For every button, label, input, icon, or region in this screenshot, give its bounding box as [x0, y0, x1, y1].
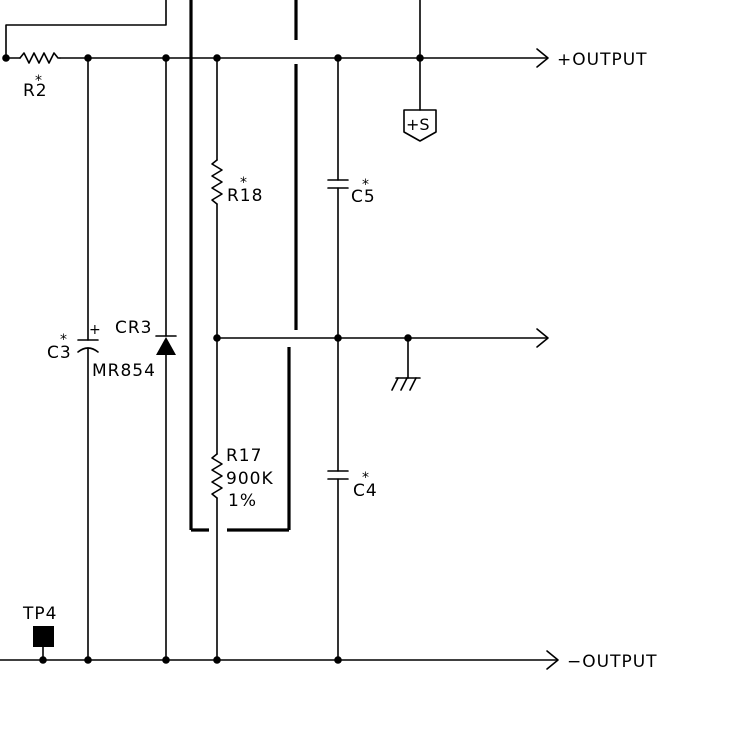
junction-dot: [162, 656, 170, 664]
junction-dot: [213, 54, 221, 62]
top-feed-wire: [5, 0, 167, 59]
cr3-part: MR854: [92, 361, 156, 381]
r17-value: 900K: [226, 469, 274, 489]
junction-dot: [162, 54, 170, 62]
r2-resistor: [19, 52, 61, 64]
c5-label: C5: [351, 187, 376, 207]
junction-dot: [84, 54, 92, 62]
shield-outline: [189, 0, 298, 532]
c3-polarity: +: [89, 322, 101, 338]
junction-dot: [334, 334, 342, 342]
junction-dot: [2, 54, 10, 62]
common-output-wire: [216, 328, 549, 348]
sense-label: +S: [406, 115, 430, 134]
junction-dot: [213, 656, 221, 664]
sense-terminal: [403, 57, 437, 142]
chassis-ground-symbol: [391, 337, 421, 391]
tp4-label: TP4: [22, 604, 57, 624]
junction-dot: [404, 334, 412, 342]
r17-tolerance: 1%: [228, 491, 257, 511]
c5-asterisk: *: [362, 177, 369, 193]
junction-dot: [334, 656, 342, 664]
r17-resistor: [211, 337, 223, 661]
c4-capacitor: [327, 337, 349, 661]
r17-label: R17: [226, 446, 262, 466]
tp4-test-point: [33, 626, 54, 661]
r2-label: R2: [23, 81, 48, 101]
cr3-diode: [155, 57, 177, 661]
r18-label: R18: [227, 186, 263, 206]
cr3-label: CR3: [115, 318, 153, 338]
pos-output-label: +OUTPUT: [557, 50, 648, 70]
junction-dot: [416, 54, 424, 62]
junction-dot: [334, 54, 342, 62]
r18-resistor: [211, 57, 223, 339]
r2-asterisk: *: [35, 73, 42, 89]
junction-dot: [84, 656, 92, 664]
c3-asterisk: *: [60, 332, 67, 348]
c3-capacitor: [77, 57, 99, 661]
neg-output-label: −OUTPUT: [567, 652, 658, 672]
r18-asterisk: *: [240, 175, 247, 191]
c4-asterisk: *: [362, 470, 369, 486]
junction-dots: [2, 54, 424, 664]
c3-label: C3: [47, 343, 72, 363]
junction-dot: [39, 656, 47, 664]
c5-capacitor: [327, 57, 349, 339]
junction-dot: [213, 334, 221, 342]
neg-output-rail: [0, 650, 559, 670]
c4-label: C4: [353, 481, 378, 501]
